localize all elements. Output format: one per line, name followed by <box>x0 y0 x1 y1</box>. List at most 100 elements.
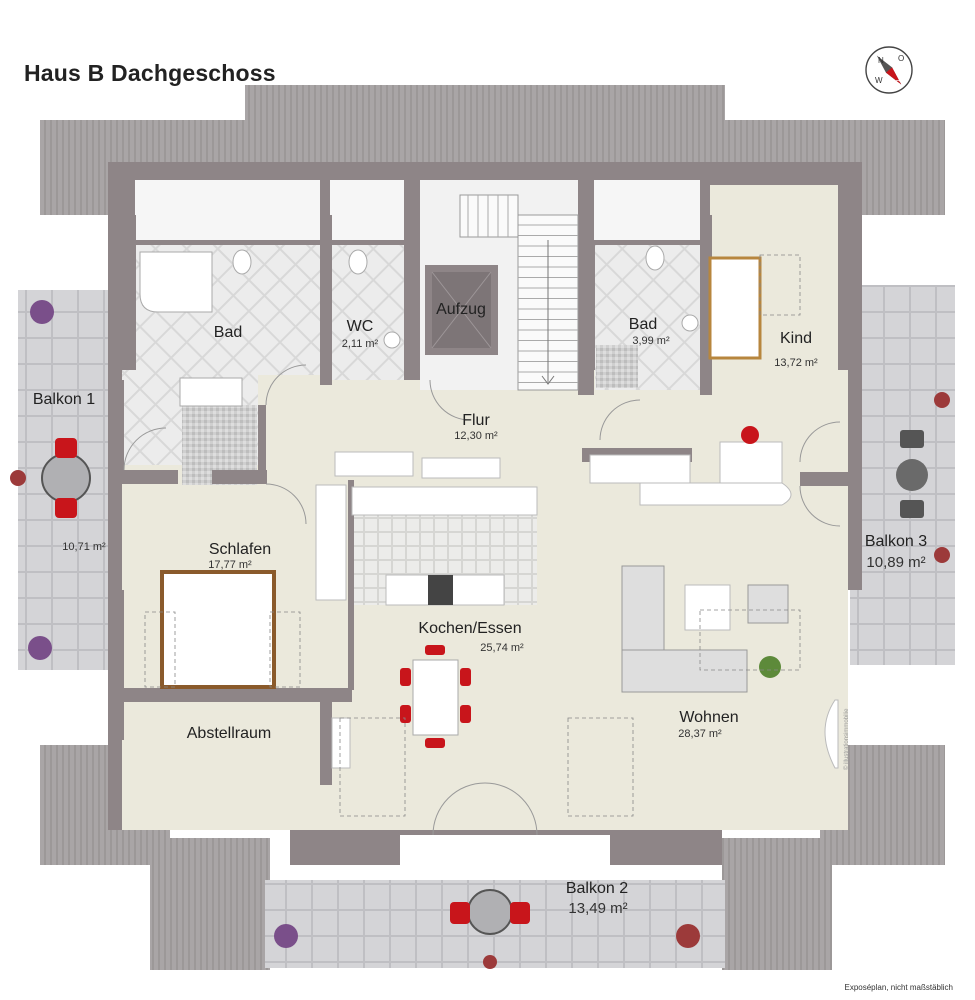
roof-bottom-right-2 <box>722 838 832 970</box>
page-title: Haus B Dachgeschoss <box>24 60 276 86</box>
room-label-schlafen: Schlafen <box>209 541 271 558</box>
recess-3 <box>592 180 700 240</box>
wardrobe-abstell <box>331 717 351 769</box>
wall-bad-left-side <box>122 215 136 370</box>
door-swing <box>265 364 307 406</box>
recess-strips <box>135 180 700 240</box>
stair-landing <box>459 194 519 238</box>
balcony-chair-icon <box>510 902 530 924</box>
flower-pot-icon <box>10 470 26 486</box>
balcony-chair-icon <box>900 500 924 518</box>
flower-pot-icon <box>28 636 52 660</box>
kitchen-counter-top-2 <box>421 457 501 479</box>
room-label-flur: Flur <box>462 412 490 429</box>
room-label-aufzug: Aufzug <box>436 301 486 318</box>
room-labels: Bad WC 2,11 m² Aufzug Bad 3,99 m² Kind 1… <box>33 301 927 917</box>
room-label-balkon-1: Balkon 1 <box>33 391 95 408</box>
sofa-seat <box>621 649 748 693</box>
coffee-table <box>684 584 731 631</box>
door-swing <box>599 399 641 441</box>
room-area-flur: 12,30 m² <box>454 430 498 442</box>
chair-icon <box>425 645 445 655</box>
balcony-chair-icon <box>55 438 77 458</box>
room-area-wc: 2,11 m² <box>342 338 379 350</box>
room-area-balkon-2: 13,49 m² <box>568 900 627 917</box>
plant-icon <box>759 656 781 678</box>
balcony-furniture <box>10 300 950 969</box>
toilet-icon <box>232 249 252 275</box>
dashed-cabinet <box>567 717 634 817</box>
room-label-wohnen: Wohnen <box>679 709 738 726</box>
flower-pot-icon <box>934 392 950 408</box>
abstellraum-floor <box>135 700 320 830</box>
kitchen-counter-left <box>315 484 347 601</box>
sofa <box>621 565 748 693</box>
flower-pot-icon <box>934 547 950 563</box>
wall-wc-stair <box>404 180 420 380</box>
kitchen-counter-back <box>351 486 538 516</box>
room-area-schlafen: 17,77 m² <box>208 559 252 571</box>
compass-east-label: O <box>898 54 904 63</box>
wall-stair-right <box>578 180 594 395</box>
balcony-table-icon <box>467 889 513 935</box>
room-label-balkon-3: Balkon 3 <box>865 533 927 550</box>
dashed-cabinet <box>339 717 406 817</box>
wall-balkon1-lower <box>108 590 124 740</box>
compass-icon: N O S W <box>865 46 913 94</box>
room-label-kind: Kind <box>780 330 812 347</box>
flower-pot-icon <box>483 955 497 969</box>
sink-icon <box>383 331 401 349</box>
dashed-cabinets <box>144 254 801 817</box>
wall-abstell-right <box>320 700 332 785</box>
recess-1 <box>135 180 320 240</box>
room-area-balkon-1: 10,71 m² <box>62 541 106 553</box>
chair-icon <box>425 738 445 748</box>
kitchen-counter-top <box>334 451 414 477</box>
cooktop-icon <box>428 575 453 605</box>
desk-chair-icon <box>741 426 759 444</box>
room-area-bad-2: 3,99 m² <box>632 335 670 347</box>
chair-icon <box>400 668 411 686</box>
desk <box>719 441 783 488</box>
flower-pot-icon <box>30 300 54 324</box>
wall-schlafen-right <box>348 480 354 690</box>
wc-floor <box>332 245 404 380</box>
room-label-balkon-2: Balkon 2 <box>566 880 628 897</box>
bed-schlafen <box>160 570 276 689</box>
copyright-note: © illustrationsimmobilie <box>843 708 850 770</box>
door-swing <box>484 782 538 836</box>
balcony-chair-icon <box>900 430 924 448</box>
balcony-chair-icon <box>55 498 77 518</box>
roof-top-center <box>245 85 725 135</box>
compass-north-label: N <box>878 56 884 65</box>
armchair <box>747 584 789 624</box>
door-swings <box>123 364 841 836</box>
shower-right <box>596 345 638 388</box>
room-label-wc: WC <box>347 318 374 335</box>
elevator <box>431 271 492 349</box>
chair-icon <box>400 705 411 723</box>
footnote: Exposéplan, nicht maßstäblich <box>844 983 954 992</box>
room-label-bad-2: Bad <box>629 316 657 333</box>
door-swing <box>799 421 841 463</box>
balcony-table-icon <box>41 453 91 503</box>
dashed-cabinet <box>699 609 801 671</box>
elevator-cross-2 <box>431 271 492 349</box>
toilet-icon <box>348 249 368 275</box>
door-swing <box>432 782 486 836</box>
sink-icon <box>681 314 699 332</box>
sideboard <box>589 454 691 484</box>
balcony-chair-icon <box>450 902 470 924</box>
dashed-cabinet <box>759 254 801 316</box>
curved-counter <box>639 482 792 506</box>
wall-bad-lower <box>258 405 266 470</box>
room-area-kind: 13,72 m² <box>774 357 818 369</box>
chair-icon <box>460 705 471 723</box>
dashed-cabinet <box>144 611 176 688</box>
compass-south-label: S <box>895 79 900 88</box>
bathtub-icon <box>139 251 213 313</box>
recess-2 <box>330 180 405 240</box>
door-swing <box>123 427 167 471</box>
room-label-bad: Bad <box>214 324 242 341</box>
